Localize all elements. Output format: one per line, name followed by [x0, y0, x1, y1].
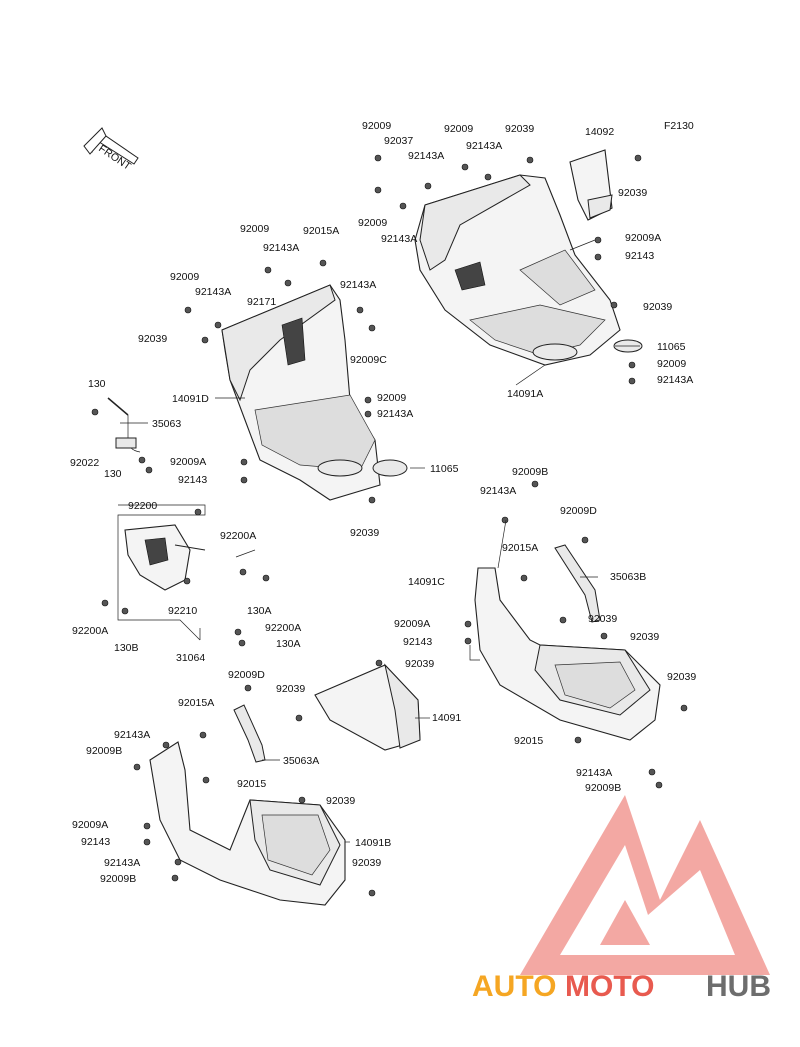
part-14091c	[474, 567, 661, 741]
label-l57: 92039	[667, 671, 696, 683]
label-l29: 92143A	[377, 408, 413, 420]
label-l53: 92009A	[394, 618, 430, 630]
label-l48: 92143A	[480, 485, 516, 497]
label-l41: 92210	[168, 605, 197, 617]
label-l73: 14091B	[355, 837, 391, 849]
label-l31: 11065	[430, 463, 459, 475]
part-14091b	[149, 741, 346, 906]
figure-code: F2130	[664, 120, 694, 132]
label-l40: 130A	[247, 605, 272, 617]
label-l42: 92200A	[265, 622, 301, 634]
label-l15: 92009	[657, 358, 686, 370]
label-l37: 130	[104, 468, 122, 480]
label-l75: 92039	[352, 857, 381, 869]
label-l3: 92009	[444, 123, 473, 135]
label-l26: 92009C	[350, 354, 387, 366]
label-l14: 11065	[657, 341, 686, 353]
label-l67: 92009B	[86, 745, 122, 757]
label-l2: 92037	[384, 135, 413, 147]
label-l72: 92143	[81, 836, 110, 848]
hardware	[91, 154, 688, 897]
label-l43: 130A	[276, 638, 301, 650]
label-l4: 92039	[505, 123, 534, 135]
label-l10: 92143A	[381, 233, 417, 245]
label-l9: 92009	[358, 217, 387, 229]
label-l65: 92015A	[178, 697, 214, 709]
label-l5: 14092	[585, 126, 614, 138]
part-35063b	[554, 544, 601, 623]
label-l50: 92015A	[502, 542, 538, 554]
label-l64: 14091	[432, 712, 461, 724]
label-l38: 92200	[128, 500, 157, 512]
label-l39: 92200A	[220, 530, 256, 542]
label-l12: 92143	[625, 250, 654, 262]
label-l47: 92009B	[512, 466, 548, 478]
part-11065-mid	[372, 459, 408, 477]
label-l63: 92039	[276, 683, 305, 695]
label-l34: 130	[88, 378, 106, 390]
label-l28: 92009	[377, 392, 406, 404]
part-35063	[107, 397, 141, 453]
label-l18: 92009	[240, 223, 269, 235]
label-l22: 92143A	[195, 286, 231, 298]
label-l51: 14091C	[408, 576, 445, 588]
label-l8: 92039	[618, 187, 647, 199]
part-14092	[569, 149, 613, 221]
watermark-moto: MOTO	[565, 970, 654, 1003]
label-l11: 92009A	[625, 232, 661, 244]
label-l33: 92039	[350, 527, 379, 539]
label-l35: 35063	[152, 418, 181, 430]
watermark-text: AUTO MOTO HUB	[472, 970, 771, 1003]
label-l69: 92015	[237, 778, 266, 790]
part-14091a	[414, 174, 621, 366]
label-l21: 92009	[170, 271, 199, 283]
label-l66: 92143A	[114, 729, 150, 741]
label-l19: 92015A	[303, 225, 339, 237]
watermark-logo	[520, 795, 770, 975]
label-l56: 92039	[630, 631, 659, 643]
label-l60: 92009B	[585, 782, 621, 794]
label-l45: 130B	[114, 642, 139, 654]
label-l16: 92143A	[657, 374, 693, 386]
label-l49: 92009D	[560, 505, 597, 517]
part-14091d	[221, 284, 381, 501]
label-l54: 92039	[588, 613, 617, 625]
watermark-hub: HUB	[706, 970, 771, 1003]
label-l44: 92200A	[72, 625, 108, 637]
watermark-auto: AUTO	[472, 970, 556, 1003]
part-labels: 92009 92037 92009 92039 14092 92143A 921…	[70, 120, 696, 885]
part-14091	[314, 663, 421, 751]
label-l76: 92009B	[100, 873, 136, 885]
label-l71: 92009A	[72, 819, 108, 831]
label-l58: 92015	[514, 735, 543, 747]
label-l46: 31064	[176, 652, 205, 664]
label-l27: 14091D	[172, 393, 209, 405]
label-l17: 14091A	[507, 388, 543, 400]
label-l24: 92143A	[340, 279, 376, 291]
front-arrow: FRONT	[83, 127, 139, 173]
label-l23: 92171	[247, 296, 276, 308]
label-l59: 92143A	[576, 767, 612, 779]
label-l30: 92009A	[170, 456, 206, 468]
label-l52: 35063B	[610, 571, 646, 583]
label-l55: 92143	[403, 636, 432, 648]
part-31064	[124, 524, 206, 591]
label-l68: 35063A	[283, 755, 319, 767]
label-l6: 92143A	[408, 150, 444, 162]
label-l32: 92143	[178, 474, 207, 486]
label-l74: 92143A	[104, 857, 140, 869]
label-l1: 92009	[362, 120, 391, 132]
label-l13: 92039	[643, 301, 672, 313]
label-l70: 92039	[326, 795, 355, 807]
label-l20: 92143A	[263, 242, 299, 254]
label-l62: 92039	[405, 658, 434, 670]
part-35063a	[233, 704, 266, 763]
label-l36: 92022	[70, 457, 99, 469]
label-l61: 92009D	[228, 669, 265, 681]
label-l25: 92039	[138, 333, 167, 345]
leader-lines	[117, 239, 640, 843]
label-l7: 92143A	[466, 140, 502, 152]
